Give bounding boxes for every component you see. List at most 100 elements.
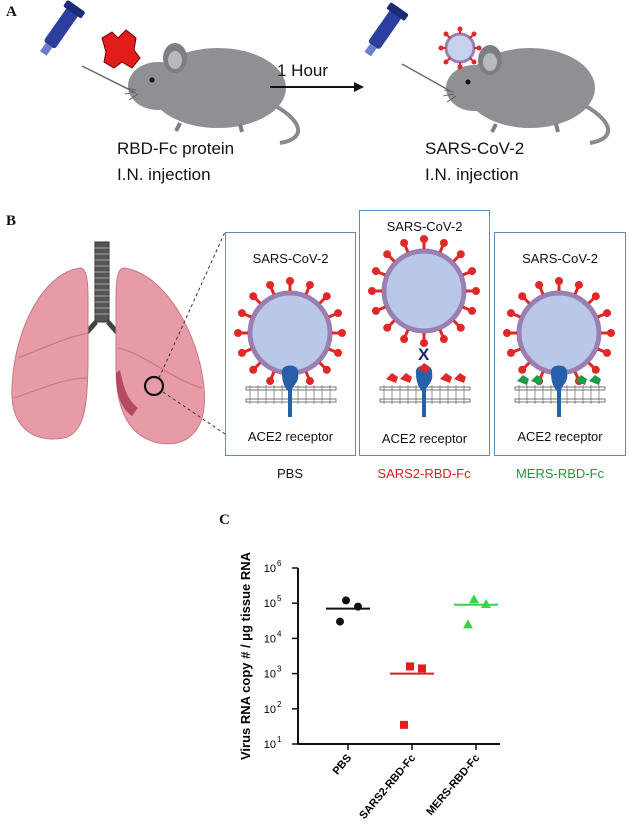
condition-label-pbs: PBS <box>276 466 303 481</box>
condition-label-mers: MERS-RBD-Fc <box>515 466 605 481</box>
spike-head <box>468 306 477 315</box>
spike-protein <box>304 287 311 295</box>
spike-protein <box>403 329 410 337</box>
y-tick-exponent: 1 <box>277 735 282 744</box>
spike-protein <box>328 312 336 319</box>
sars-cov-2-label-line1: SARS-CoV-2 <box>425 139 525 158</box>
spike-protein <box>378 305 386 312</box>
spike-protein <box>538 371 545 379</box>
spike-protein <box>269 287 276 295</box>
spike-head <box>305 280 314 289</box>
y-tick-label: 10 <box>264 704 276 716</box>
spike-protein <box>513 312 521 319</box>
rbd-fc-label-line1: RBD-Fc protein <box>117 139 235 158</box>
spike-head <box>266 280 275 289</box>
spike-head <box>420 339 428 347</box>
spike-head <box>468 267 477 276</box>
spike-head <box>322 365 331 374</box>
spike-protein <box>318 297 326 305</box>
spike-protein <box>523 361 531 369</box>
data-point <box>406 662 414 671</box>
spike-protein <box>538 287 545 295</box>
spike-head <box>305 377 314 386</box>
data-point <box>336 617 344 626</box>
mers-rbd-fc-condition-box: SARS-CoV-2 ACE2 receptor <box>494 232 626 456</box>
x-tick-label: SARS2-RBD-Fc <box>357 752 418 822</box>
spike-head <box>237 309 246 318</box>
data-point <box>400 720 408 729</box>
data-point <box>481 598 491 608</box>
spike-head <box>237 348 246 357</box>
spike-protein <box>452 319 460 327</box>
box-title: SARS-CoV-2 <box>252 251 329 266</box>
spike-head <box>249 292 258 301</box>
data-point <box>469 594 479 604</box>
spike-protein <box>244 347 252 354</box>
data-point <box>418 664 426 673</box>
spike-protein <box>587 361 595 369</box>
spike-head <box>456 323 465 332</box>
spike-protein <box>573 287 580 295</box>
spike-head <box>383 323 392 332</box>
spike-head <box>591 292 600 301</box>
spike-protein <box>462 270 470 277</box>
spike-head <box>371 267 380 276</box>
data-point <box>463 619 473 629</box>
virus-icon <box>368 235 480 347</box>
ace2-receptor-membrane-icon <box>379 363 471 417</box>
receptor-label: ACE2 receptor <box>517 429 603 444</box>
spike-protein <box>244 312 252 319</box>
spike-protein <box>269 371 276 379</box>
arrow-label: 1 Hour <box>277 61 329 80</box>
condition-label-sars2: SARS2-RBD-Fc <box>377 466 471 481</box>
spike-protein <box>318 361 326 369</box>
data-point <box>342 596 350 605</box>
panel-c-letter: C <box>219 512 230 528</box>
box-title: SARS-CoV-2 <box>522 251 598 266</box>
spike-protein <box>388 255 396 263</box>
spike-head <box>286 277 294 285</box>
spike-protein <box>597 312 605 319</box>
spike-protein <box>597 347 605 354</box>
rbd-fc-label-line2: I.N. injection <box>117 165 211 184</box>
y-tick-label: 10 <box>264 739 276 751</box>
spike-head <box>574 280 583 289</box>
spike-head <box>249 365 258 374</box>
virus-icon <box>234 277 346 389</box>
y-tick-label: 10 <box>264 598 276 610</box>
spike-protein <box>513 347 521 354</box>
mouse-right-illustration <box>364 2 611 145</box>
spike-protein <box>523 297 531 305</box>
spike-protein <box>378 270 386 277</box>
y-tick-exponent: 5 <box>277 594 282 603</box>
block-mark: X <box>418 345 430 364</box>
spike-protein <box>403 245 410 253</box>
y-tick-exponent: 4 <box>277 629 282 638</box>
spike-head <box>338 329 346 337</box>
spike-head <box>383 250 392 259</box>
panel-a-letter: A <box>6 4 17 20</box>
spike-head <box>334 309 343 318</box>
ace2-receptor-membrane-icon <box>514 365 606 417</box>
spike-head <box>518 292 527 301</box>
spike-head <box>535 280 544 289</box>
spike-protein <box>304 371 311 379</box>
spike-head <box>420 235 428 243</box>
lungs-illustration <box>11 241 206 445</box>
spike-head <box>591 365 600 374</box>
receptor-label: ACE2 receptor <box>381 431 468 446</box>
pbs-condition-box: SARS-CoV-2 ACE2 receptor <box>225 232 356 456</box>
zoom-lines <box>158 231 226 435</box>
spike-head <box>518 365 527 374</box>
spike-head <box>368 287 376 295</box>
spike-head <box>607 329 615 337</box>
spike-head <box>506 309 515 318</box>
y-tick-label: 10 <box>264 633 276 645</box>
spike-protein <box>438 245 445 253</box>
spike-protein <box>462 305 470 312</box>
sars-cov-2-label-line2: I.N. injection <box>425 165 519 184</box>
y-axis-label: Virus RNA copy # / μg tissue RNA <box>238 551 253 760</box>
x-tick-label: MERS-RBD-Fc <box>424 752 482 818</box>
spike-protein <box>388 319 396 327</box>
